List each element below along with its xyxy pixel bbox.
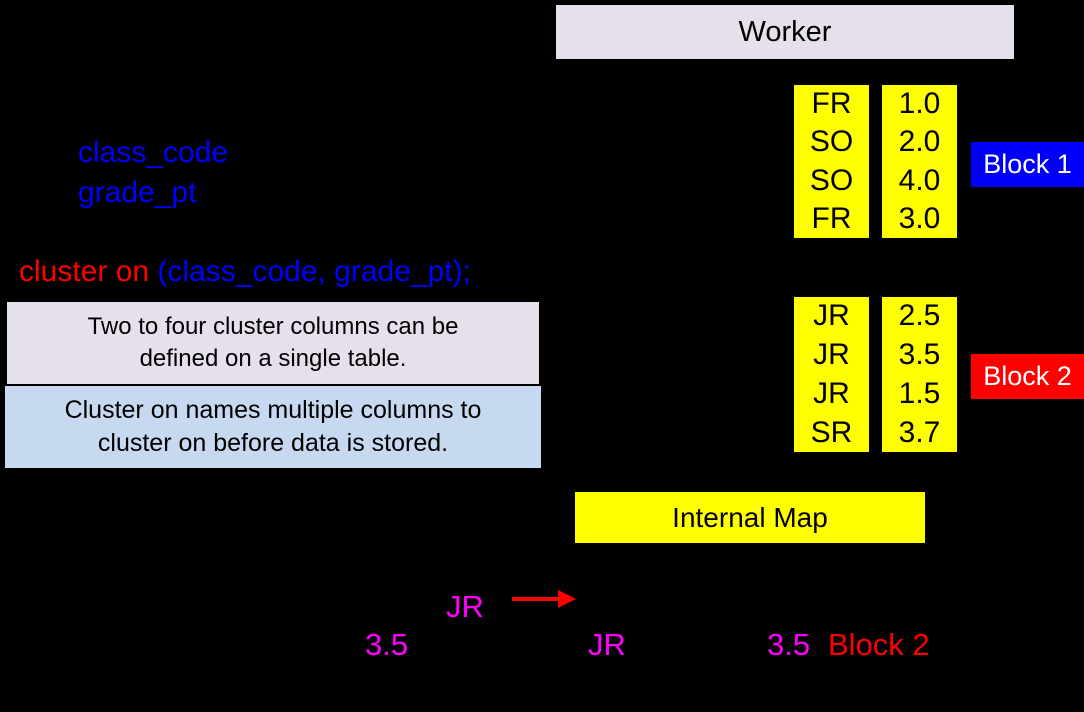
block1-grade-pt-column: 1.0 2.0 4.0 3.0 <box>882 85 957 238</box>
cluster-keyword: cluster on <box>19 255 150 288</box>
cell: FR <box>811 87 852 121</box>
cell: FR <box>811 201 852 235</box>
lookup-result-class-code: JR <box>588 627 626 662</box>
lookup-query-class-code: JR <box>446 589 484 624</box>
cell: SO <box>809 125 854 159</box>
cell: JR <box>813 299 850 333</box>
note-cluster-columns-limit: Two to four cluster columns can be defin… <box>5 300 541 386</box>
cell: SO <box>809 163 854 197</box>
worker-header: Worker <box>556 5 1014 59</box>
note-line: defined on a single table. <box>139 345 407 372</box>
arrow-right-icon-head <box>558 590 576 608</box>
block2-label-text: Block 2 <box>983 361 1072 391</box>
cell: 2.0 <box>898 125 941 159</box>
block1-class-code-column: FR SO SO FR <box>794 85 869 238</box>
cell: JR <box>813 338 850 372</box>
note-cluster-on-description: Cluster on names multiple columns to clu… <box>5 386 541 468</box>
block1-label-text: Block 1 <box>983 149 1072 179</box>
cluster-statement: cluster on (class_code, grade_pt); <box>19 255 471 289</box>
cell: 2.5 <box>898 299 941 333</box>
internal-map-header: Internal Map <box>575 492 925 543</box>
note-line: Cluster on names multiple columns to <box>64 396 482 424</box>
block2-class-code-column: JR JR JR SR <box>794 297 869 452</box>
note-line: Two to four cluster columns can be <box>87 313 459 340</box>
cell: SR <box>810 415 853 449</box>
cluster-columns: (class_code, grade_pt); <box>157 255 471 288</box>
cell: 3.5 <box>898 338 941 372</box>
internal-map-title: Internal Map <box>672 501 828 533</box>
arrow-right-icon <box>512 597 562 601</box>
lookup-result-block: Block 2 <box>828 627 930 662</box>
lookup-query-grade-pt: 3.5 <box>365 627 409 662</box>
column-name-class-code: class_code <box>78 136 229 169</box>
block2-grade-pt-column: 2.5 3.5 1.5 3.7 <box>882 297 957 452</box>
lookup-result-grade-pt: 3.5 <box>767 627 811 662</box>
block2-label: Block 2 <box>971 354 1084 399</box>
worker-title: Worker <box>738 15 832 48</box>
cell: 3.7 <box>898 415 941 449</box>
cell: 4.0 <box>898 163 941 197</box>
cell: 1.0 <box>898 87 941 121</box>
cell: 1.5 <box>898 376 941 410</box>
column-name-grade-pt: grade_pt <box>78 176 197 209</box>
cell: JR <box>813 376 850 410</box>
note-line: cluster on before data is stored. <box>97 429 449 457</box>
block1-label: Block 1 <box>971 142 1084 187</box>
cell: 3.0 <box>898 201 941 235</box>
